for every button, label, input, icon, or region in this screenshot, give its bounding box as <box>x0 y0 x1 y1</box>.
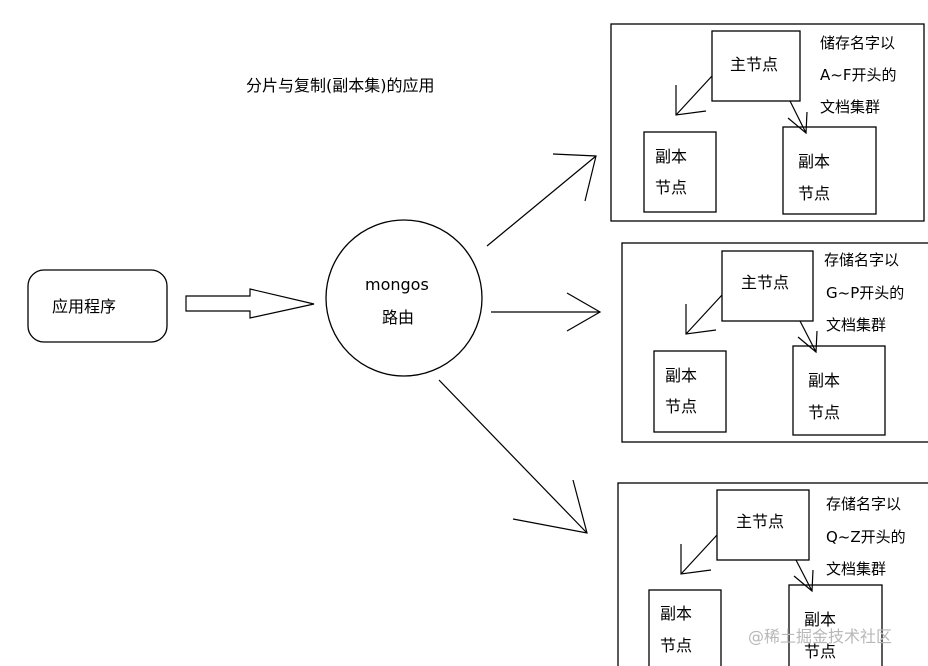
diagram-title: 分片与复制(副本集)的应用 <box>246 76 435 95</box>
shard-3-primary-label: 主节点 <box>736 512 784 531</box>
shard-3-secondary-left-label-1: 副本 <box>660 604 692 623</box>
shard-2-desc-1: 存储名字以 <box>824 251 899 269</box>
shard-1-replication-arrowhead-right <box>787 111 808 135</box>
shard-1-replication-arrow-right <box>789 100 807 134</box>
shard-3-desc-1: 存储名字以 <box>826 495 901 513</box>
shard-2-secondary-left-label-2: 节点 <box>665 397 697 416</box>
application-node: 应用程序 <box>27 269 168 343</box>
shard-1-desc-2: A~F开头的 <box>820 66 896 84</box>
app-to-router-arrow <box>185 288 315 319</box>
shard-1-desc-1: 储存名字以 <box>820 34 895 52</box>
shard-1: 主节点 副本 节点 副本 节点 储存名字以 A~F开头的 文档集群 <box>610 23 925 222</box>
shard-2-replication-arrow-right <box>799 320 817 353</box>
shard-2-desc-3: 文档集群 <box>826 316 886 334</box>
shard-3-secondary-right-label-1: 副本 <box>804 610 836 629</box>
router-to-shard-2-arrow <box>491 292 602 332</box>
shard-1-primary-label: 主节点 <box>730 55 778 74</box>
router-label-name: mongos <box>365 275 429 294</box>
shard-2-desc-2: G~P开头的 <box>826 284 904 302</box>
shard-1-replication-arrow-left <box>675 75 713 116</box>
watermark: @稀土掘金技术社区 <box>748 627 892 646</box>
shard-3-secondary-left <box>648 589 722 666</box>
shard-1-secondary-right <box>782 126 877 215</box>
shard-3-replication-arrowhead-left <box>680 544 712 575</box>
shard-2-secondary-right-label-2: 节点 <box>808 403 840 422</box>
shard-3-desc-2: Q~Z开头的 <box>826 528 906 546</box>
router-to-shard-3-arrow <box>438 379 588 534</box>
shard-3-replication-arrow-left <box>680 534 718 575</box>
shard-3-replication-arrowhead-right <box>793 569 814 593</box>
shard-2-secondary-right-label-1: 副本 <box>808 371 840 390</box>
shard-3-desc-3: 文档集群 <box>826 560 886 578</box>
shard-2-primary <box>721 250 814 322</box>
router-label-role: 路由 <box>382 308 414 327</box>
shard-1-primary <box>711 30 801 102</box>
shard-2-secondary-left <box>653 350 727 433</box>
shard-1-secondary-left-label-2: 节点 <box>655 178 687 197</box>
shard-1-secondary-right-label-1: 副本 <box>798 152 830 171</box>
application-label: 应用程序 <box>52 297 116 316</box>
shard-3-primary <box>716 489 810 561</box>
shard-2-secondary-right <box>792 345 886 436</box>
shard-3-secondary-left-label-2: 节点 <box>660 636 692 655</box>
shard-1-secondary-left-label-1: 副本 <box>655 147 687 166</box>
shard-1-replication-arrowhead-left <box>675 85 707 116</box>
shard-3-secondary-right <box>788 584 883 666</box>
shard-2: 主节点 副本 节点 副本 节点 存储名字以 G~P开头的 文档集群 <box>621 242 928 443</box>
shard-1-desc-3: 文档集群 <box>820 98 880 116</box>
shard-3: 主节点 副本 节点 副本 节点 存储名字以 Q~Z开头的 文档集群 <box>617 482 928 666</box>
shard-3-secondary-right-label-2: 节点 <box>804 642 836 661</box>
shard-2-replication-arrowhead-right <box>797 330 818 354</box>
shard-2-secondary-left-label-1: 副本 <box>665 366 697 385</box>
shard-1-secondary-right-label-2: 节点 <box>798 184 830 203</box>
shard-2-replication-arrowhead-left <box>685 304 717 335</box>
shard-3-replication-arrow-right <box>795 559 813 592</box>
shard-2-replication-arrow-left <box>685 294 723 335</box>
shard-1-secondary-left <box>643 131 717 213</box>
router-node: mongos 路由 <box>325 219 483 377</box>
shard-2-primary-label: 主节点 <box>741 273 789 292</box>
router-to-shard-1-arrow <box>486 153 597 247</box>
